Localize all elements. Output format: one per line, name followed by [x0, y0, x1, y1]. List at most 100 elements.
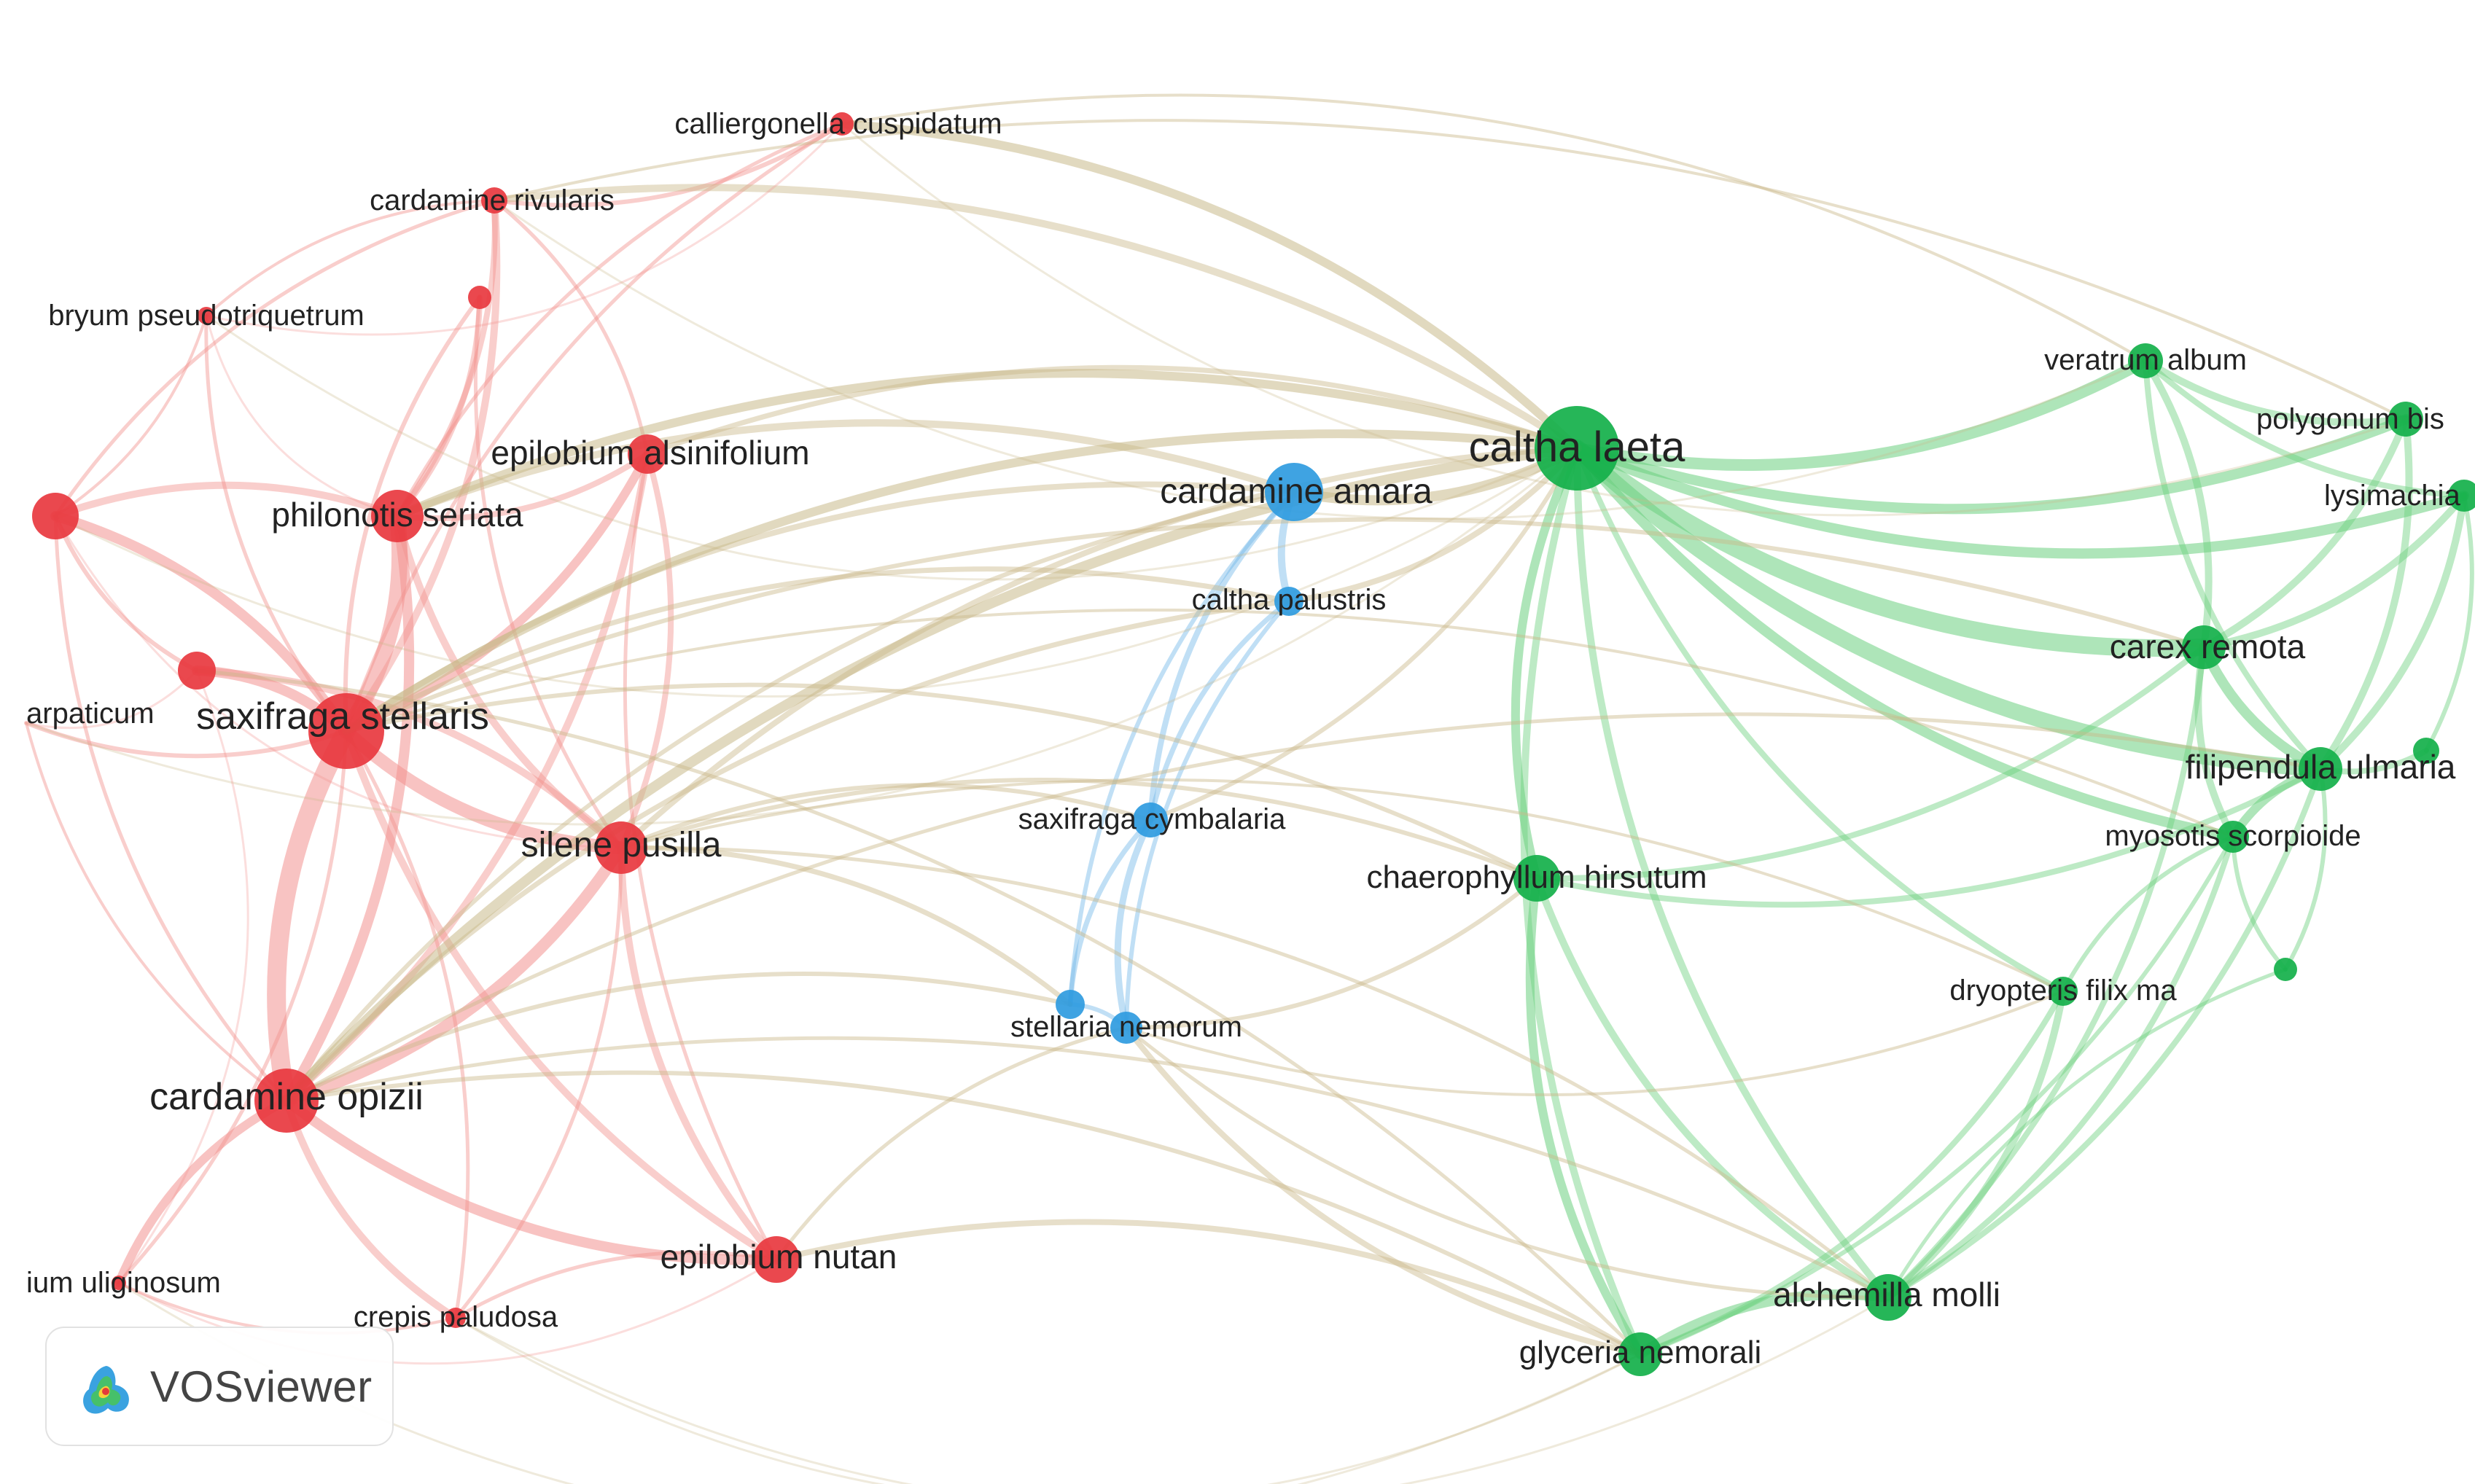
node-calliergonella[interactable] [830, 112, 854, 136]
edge-caltha_laeta-calliergonella [838, 120, 1581, 453]
edge-caltha_palustris-stellaria [1124, 599, 1291, 1030]
edge-caltha_laeta-lysimachia [1572, 443, 2469, 559]
node-green-small-1[interactable] [2413, 738, 2439, 764]
node-dryopteris[interactable] [2049, 977, 2078, 1006]
node-stellaria-a[interactable] [1056, 990, 1085, 1019]
edge-caltha_laeta-epilobium_alsinifolium [644, 364, 1580, 457]
edge-stellaria-dryopteris [1125, 990, 2065, 1096]
label-saxifraga-cymbalaria: saxifraga cymbalaria [1018, 803, 1287, 835]
edge-veratrum-lysimachia [2143, 358, 2467, 499]
node-caltha-palustris[interactable] [1274, 587, 1303, 616]
node-chaerophyllum[interactable] [1513, 855, 1560, 902]
node-veratrum[interactable] [2128, 343, 2163, 378]
edge-calliergonella-polygonum [841, 122, 2407, 517]
edge-bryum-saxifraga_stellaris [204, 313, 348, 733]
edge-dryopteris-silene [620, 778, 2065, 993]
node-saxifraga-stellaris[interactable] [308, 693, 384, 769]
edge-red_left-red_small_2 [53, 514, 199, 673]
label-cardamine-rivularis: cardamine rivularis [370, 184, 615, 216]
edge-carex-polygonum [2200, 415, 2409, 651]
edge-philonotis-silene [394, 512, 625, 851]
edge-carpaticum-red_small_2 [25, 669, 198, 730]
edge-silene-epilobium_nutan [617, 844, 780, 1263]
vosviewer-logo-text: VOSviewer [150, 1362, 373, 1411]
node-cardamine-amara[interactable] [1265, 463, 1323, 521]
edge-caltha_laeta-cardamine_rivularis [491, 184, 1581, 452]
edge-bryum-caltha_laeta [205, 314, 1578, 581]
edge-alchemilla-carex [1885, 644, 2207, 1300]
label-carex: carex remota [2110, 628, 2306, 665]
node-crepis[interactable] [445, 1308, 466, 1328]
edge-carex-lysimachia [2200, 492, 2468, 651]
edge-carex-filipendula [2199, 642, 2326, 774]
edge-carex-myosotis [2194, 644, 2237, 840]
node-polygonum[interactable] [2388, 402, 2423, 437]
edge-myosotis-saxifraga_stellaris [345, 608, 2234, 838]
node-cardamine-opizii[interactable] [254, 1069, 319, 1133]
node-silene[interactable] [595, 821, 647, 874]
edge-bryum-philonotis [205, 314, 399, 518]
edge-saxifraga_cymbalaria-caltha_laeta [1148, 446, 1579, 822]
node-lysimachia[interactable] [2448, 480, 2475, 512]
node-caltha-laeta[interactable] [1535, 406, 1619, 491]
edge-stellaria_a-silene [618, 845, 1073, 1007]
edge-cardamine_rivularis-calliergonella [492, 122, 844, 208]
label-filipendula: filipendula ulmaria [2186, 748, 2456, 786]
node-epilobium-nutan[interactable] [753, 1236, 800, 1283]
edge-silene-red_small_2 [193, 667, 625, 851]
node-philonotis[interactable] [371, 490, 424, 542]
node-red-small-1[interactable] [468, 286, 491, 309]
node-green-small-2[interactable] [2274, 958, 2297, 981]
node-uliginosum[interactable] [112, 1276, 126, 1290]
label-saxifraga-stellaris: saxifraga stellaris [196, 695, 489, 738]
node-alchemilla[interactable] [1865, 1274, 1911, 1321]
edge-chaerophyllum-carex [1534, 644, 2207, 882]
edge-cardamine_amara-cardamine_opizii [284, 490, 1296, 1103]
node-saxifraga-cymbalaria[interactable] [1133, 802, 1168, 837]
node-red-left[interactable] [32, 493, 79, 539]
node-myosotis[interactable] [2217, 821, 2249, 853]
edge-cardamine_amara-stellaria_a [1068, 490, 1296, 1007]
label-myosotis: myosotis scorpioide [2105, 820, 2361, 852]
edge-green_small_2-filipendula [2283, 767, 2328, 972]
node-cardamine-rivularis[interactable] [481, 187, 507, 214]
edge-caltha_laeta-philonotis [393, 369, 1581, 520]
node-bryum[interactable] [198, 307, 215, 324]
node-epilobium-alsinifolium[interactable] [628, 434, 667, 474]
edge-cardamine_amara-saxifraga_cymbalaria [1147, 489, 1297, 823]
edge-glyceria-cardamine_opizii [284, 1070, 1642, 1356]
edge-caltha_laeta-filipendula [1569, 440, 2328, 777]
edge-glyceria-epilobium_nutan [773, 1219, 1643, 1357]
node-filipendula[interactable] [2299, 747, 2342, 791]
label-dryopteris: dryopteris filix ma [1949, 975, 2177, 1007]
edge-saxifraga_stellaris-cardamine_opizii [267, 722, 356, 1110]
edge-stellaria-epilobium_nutan [774, 1026, 1129, 1262]
edge-saxifraga_cymbalaria-stellaria_a [1067, 817, 1153, 1007]
edge-philonotis-epilobium_alsinifolium [394, 451, 650, 521]
edge-uliginosum-red_small_2 [117, 669, 249, 1284]
edge-chaerophyllum-alchemilla [1533, 875, 1892, 1301]
edge-uliginosum-epilobium_nutan [117, 1258, 778, 1365]
edge-veratrum-polygonum [2142, 357, 2409, 426]
label-veratrum: veratrum album [2044, 344, 2247, 376]
node-red-small-2[interactable] [178, 652, 216, 690]
node-layer [32, 112, 2475, 1376]
node-stellaria[interactable] [1110, 1012, 1142, 1044]
edge-caltha_laeta-myosotis [1572, 443, 2238, 842]
edge-chaerophyllum-saxifraga_stellaris [344, 682, 1539, 880]
edge-red_left-silene [54, 515, 623, 849]
edge-carpaticum-caltha_laeta [25, 447, 1578, 826]
edge-alchemilla-filipendula [1885, 766, 2323, 1300]
edge-red_small_1-saxifraga_stellaris [343, 295, 482, 733]
node-glyceria[interactable] [1618, 1332, 1662, 1376]
edge-saxifraga_cymbalaria-silene [619, 783, 1153, 850]
edge-filipendula-cardamine_opizii [284, 712, 2323, 1103]
node-carex[interactable] [2182, 625, 2226, 669]
edge-veratrum-filipendula [2143, 358, 2323, 772]
edge-epilobium_nutan-crepis [453, 1250, 779, 1320]
edge-alchemilla-myosotis [1885, 834, 2236, 1300]
label-polygonum: polygonum bis [2256, 403, 2444, 435]
edge-stellaria-glyceria [1123, 1025, 1643, 1357]
edge-cardamine_opizii-silene [281, 842, 627, 1106]
label-uliginosum: ium uliginosum [26, 1267, 221, 1299]
